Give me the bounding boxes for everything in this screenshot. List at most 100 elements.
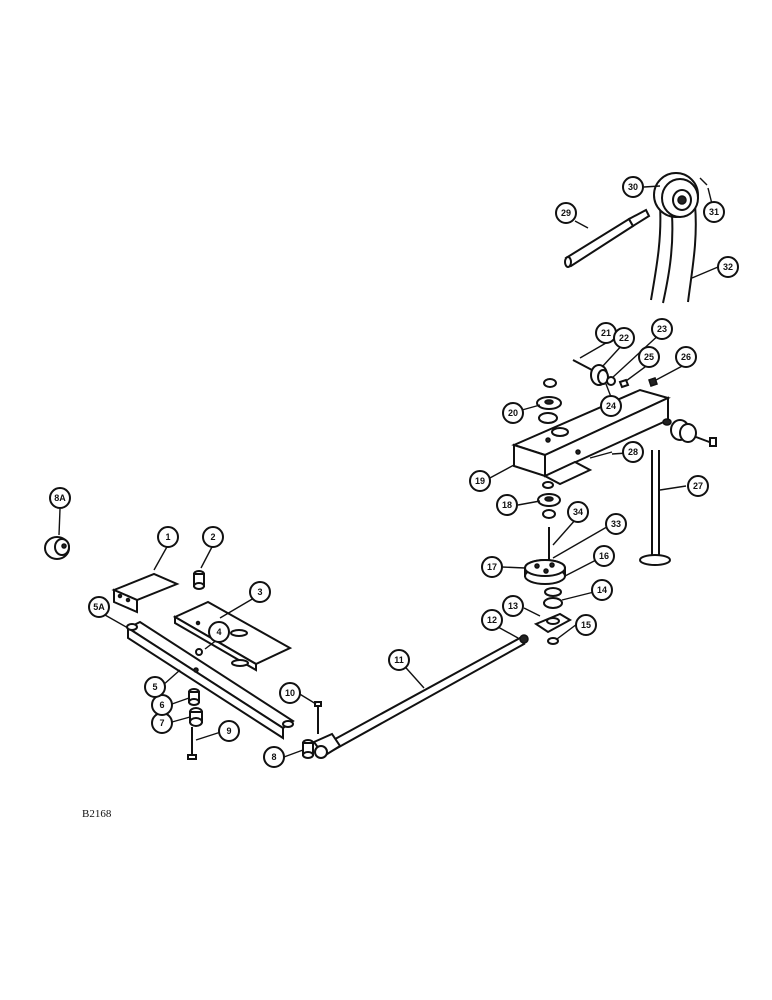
callout-13: 13 [502,595,524,617]
svg-text:27: 27 [693,481,703,491]
pulley-part [653,172,699,218]
svg-text:25: 25 [644,352,654,362]
callout-25: 25 [638,346,660,368]
svg-text:8: 8 [271,752,276,762]
callout-30: 30 [622,176,644,198]
svg-text:17: 17 [487,562,497,572]
callout-31: 31 [703,201,725,223]
svg-text:28: 28 [628,447,638,457]
callout-7: 7 [151,712,173,734]
crank-disc-part [524,559,566,585]
callout-9: 9 [218,720,240,742]
svg-text:30: 30 [628,182,638,192]
callout-22: 22 [613,327,635,349]
svg-text:21: 21 [601,328,611,338]
callout-20: 20 [502,402,524,424]
mounting-tube-assembly [511,359,717,566]
callout-26: 26 [675,346,697,368]
callout-5a: 5A [88,596,110,618]
spacer-part [544,587,562,597]
crank-hub-assembly [524,527,573,645]
square-tube-part [511,388,671,486]
svg-text:18: 18 [502,500,512,510]
svg-text:9: 9 [226,726,231,736]
svg-text:23: 23 [657,324,667,334]
svg-text:31: 31 [709,207,719,217]
svg-text:19: 19 [475,476,485,486]
washer-lower-part [543,597,563,609]
callout-28: 28 [622,441,644,463]
callout-10: 10 [279,682,301,704]
bracket-plate-part [111,572,180,614]
shaft-part [564,208,651,268]
set-screw-part [699,177,708,186]
svg-text:8A: 8A [54,493,66,503]
callout-12: 12 [481,609,503,631]
callout-8: 8 [263,746,285,768]
flange-bearing-right [662,418,717,447]
svg-text:16: 16 [599,551,609,561]
bolt-10-part [314,701,322,734]
idler-pulley-part [572,359,616,386]
bolt-9-part [187,727,197,760]
connecting-rod-part [312,634,529,759]
flange-bearing-upper [536,378,562,424]
callout-19: 19 [469,470,491,492]
callout-8a: 8A [49,487,71,509]
callout-18: 18 [496,494,518,516]
vertical-shaft-part [639,450,671,566]
callout-2: 2 [202,526,224,548]
svg-text:2: 2 [210,532,215,542]
callout-29: 29 [555,202,577,224]
callout-33: 33 [605,513,627,535]
callout-1: 1 [157,526,179,548]
bolt-part [589,451,613,459]
lever-arm-part [125,620,295,740]
svg-text:3: 3 [257,587,262,597]
svg-text:7: 7 [159,718,164,728]
callout-27: 27 [687,475,709,497]
bushing-7-part [189,707,203,727]
callout-34: 34 [567,501,589,523]
arm-assembly [44,536,295,760]
svg-text:6: 6 [159,700,164,710]
svg-text:33: 33 [611,519,621,529]
svg-text:32: 32 [723,262,733,272]
svg-text:4: 4 [216,627,221,637]
svg-text:34: 34 [573,507,583,517]
svg-text:14: 14 [597,585,607,595]
callout-16: 16 [593,545,615,567]
belt-part-inner [662,214,674,304]
svg-text:12: 12 [487,615,497,625]
callout-23: 23 [651,318,673,340]
bushing-2-part [193,570,205,590]
svg-text:11: 11 [394,655,404,665]
svg-text:5: 5 [152,682,157,692]
svg-text:20: 20 [508,408,518,418]
svg-text:10: 10 [285,688,295,698]
svg-text:24: 24 [606,401,616,411]
callout-5: 5 [144,676,166,698]
svg-text:1: 1 [165,532,170,542]
washer-part [648,377,658,387]
callout-11: 11 [388,649,410,671]
callout-3: 3 [249,581,271,603]
nut-part [618,378,630,389]
end-cap-part [44,536,70,560]
svg-text:5A: 5A [93,602,105,612]
belt-and-pulley-assembly [564,172,708,304]
lock-nut-part [547,637,559,645]
callout-24: 24 [600,395,622,417]
leader-lines [58,185,719,758]
bushing-8-part [302,739,314,759]
bushing-6-part [188,688,200,706]
svg-text:22: 22 [619,333,629,343]
svg-text:15: 15 [581,620,591,630]
belt-part [650,204,662,301]
rod-end-bracket-part [533,612,573,634]
shield-plate-part [172,600,293,672]
callout-14: 14 [591,579,613,601]
figure-code: B2168 [82,808,112,820]
